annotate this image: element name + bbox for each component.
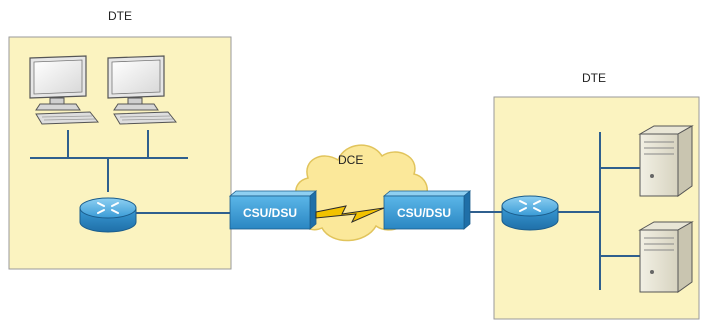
server-tower-icon — [638, 125, 694, 197]
server-tower-icon — [638, 221, 694, 293]
lightning-bolt-icon — [315, 205, 385, 224]
router-icon — [501, 195, 559, 231]
right-dte-label: DTE — [582, 71, 606, 85]
csu-dsu-device-right: CSU/DSU — [382, 190, 472, 230]
csu-dsu-device-left: CSU/DSU — [228, 190, 318, 230]
router-icon — [79, 197, 137, 233]
desktop-computer-icon — [107, 55, 178, 125]
dce-label: DCE — [338, 153, 363, 167]
left-dte-label: DTE — [108, 9, 132, 23]
desktop-computer-icon — [29, 55, 100, 125]
csu-dsu-right-label: CSU/DSU — [397, 206, 451, 220]
csu-dsu-left-label: CSU/DSU — [243, 206, 297, 220]
